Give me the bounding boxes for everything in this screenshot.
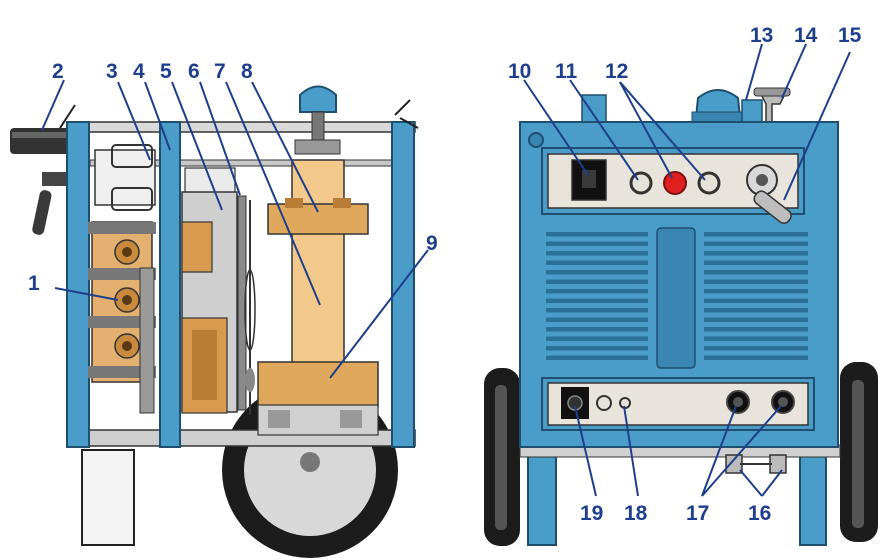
- callout-2: 2: [52, 60, 64, 83]
- vent-slot: [546, 327, 648, 332]
- vent-slot: [704, 355, 808, 360]
- callout-5: 5: [160, 60, 172, 83]
- callout-4: 4: [133, 60, 145, 83]
- vent-slot: [546, 260, 648, 265]
- side-lever: [32, 172, 72, 235]
- vent-slot: [704, 251, 808, 256]
- callout-19: 19: [580, 502, 603, 525]
- callout-7: 7: [214, 60, 226, 83]
- vent-slot: [546, 241, 648, 246]
- vent-slot: [704, 260, 808, 265]
- upper-control-panel: [541, 147, 805, 224]
- housing-screw: [528, 132, 544, 148]
- front-view: [484, 87, 878, 546]
- vent-slot: [546, 317, 648, 322]
- top-clamp: [741, 99, 763, 125]
- top-bracket: [581, 94, 607, 126]
- callout-6: 6: [188, 60, 200, 83]
- vent-slot: [704, 289, 808, 294]
- callout-labels: 1 2 3 4 5 6 7 8 9 10 11 12 13 14 15 16 1…: [28, 24, 862, 525]
- lower-terminal-panel: [541, 377, 815, 431]
- vent-slot: [704, 270, 808, 275]
- handle: [10, 104, 76, 154]
- vent-slot: [704, 232, 808, 237]
- callout-17: 17: [686, 502, 709, 525]
- ventilation-grille: [546, 232, 808, 360]
- callout-1: 1: [28, 272, 40, 295]
- callout-10: 10: [508, 60, 531, 83]
- left-wheel: [484, 368, 520, 546]
- support-leg: [81, 449, 135, 546]
- vent-slot: [704, 317, 808, 322]
- callout-13: 13: [750, 24, 773, 47]
- rectifier-block: [181, 191, 238, 414]
- callout-8: 8: [241, 60, 253, 83]
- vent-slot: [704, 241, 808, 246]
- callout-15: 15: [838, 24, 862, 47]
- indicator-lamp-red: [663, 171, 687, 195]
- callout-16: 16: [748, 502, 771, 525]
- vent-slot: [546, 308, 648, 313]
- vent-slot: [704, 336, 808, 341]
- frame-post-inner: [159, 121, 181, 448]
- vent-slot: [704, 327, 808, 332]
- top-valve: [753, 87, 791, 123]
- vent-slot: [704, 279, 808, 284]
- shunt-strip: [244, 200, 256, 415]
- callout-9: 9: [426, 232, 438, 255]
- vent-slot: [704, 346, 808, 351]
- insulation-plate: [237, 195, 247, 411]
- front-leg-left: [527, 444, 557, 546]
- vent-slot: [546, 270, 648, 275]
- leader-lines: [41, 43, 851, 497]
- frame-post-right: [391, 121, 415, 448]
- current-regulator-handle: [746, 164, 792, 224]
- vent-slot: [704, 308, 808, 313]
- callout-18: 18: [624, 502, 648, 525]
- callout-11: 11: [555, 60, 578, 83]
- vent-slot: [546, 232, 648, 237]
- vent-slot: [546, 336, 648, 341]
- right-wheel: [840, 362, 878, 542]
- transformer-core: [257, 159, 379, 436]
- callout-12: 12: [605, 60, 628, 83]
- vent-slot: [704, 298, 808, 303]
- callout-3: 3: [106, 60, 118, 83]
- ground-clips: [725, 454, 787, 474]
- frame-post-left: [66, 121, 90, 448]
- vent-slot: [546, 298, 648, 303]
- side-view: [10, 85, 419, 558]
- small-socket-a: [596, 395, 612, 411]
- vent-slot: [546, 355, 648, 360]
- vent-slot: [546, 251, 648, 256]
- center-slot: [656, 227, 696, 369]
- front-leg-right: [799, 444, 827, 546]
- adjustment-knob: [294, 85, 341, 155]
- vent-slot: [546, 279, 648, 284]
- top-knob: [691, 89, 745, 123]
- callout-14: 14: [794, 24, 818, 47]
- indicator-lamp-left: [629, 171, 653, 195]
- vent-slot: [546, 346, 648, 351]
- vent-slot: [546, 289, 648, 294]
